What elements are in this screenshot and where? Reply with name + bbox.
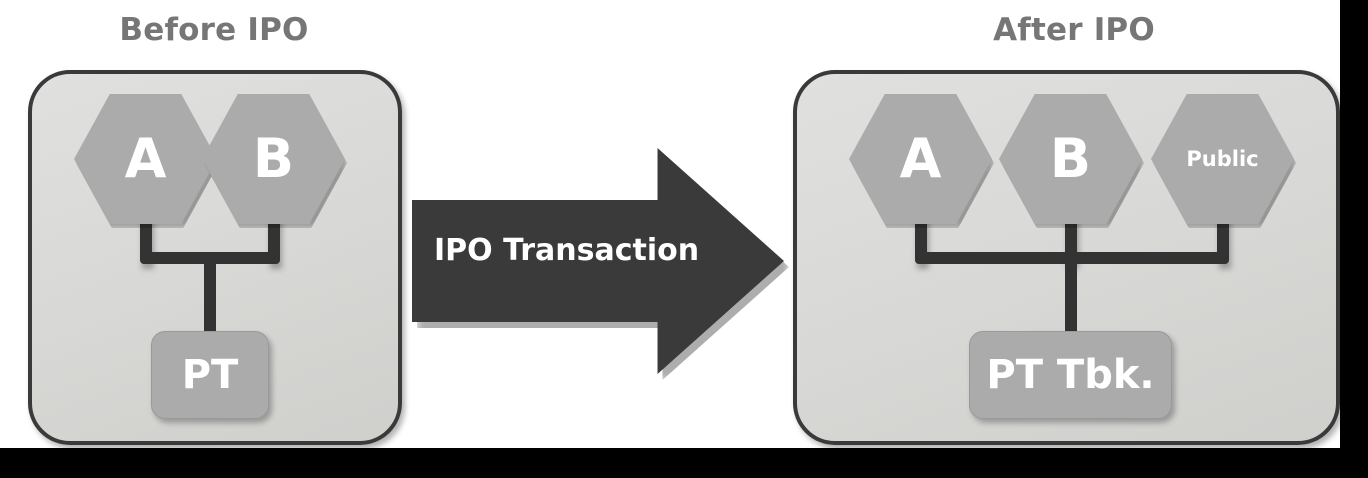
ipo-transaction-arrow[interactable]: IPO Transaction: [412, 148, 790, 380]
before-shareholder-b-label: B: [252, 127, 295, 190]
connector-bar: [140, 252, 280, 264]
connector-bar: [915, 252, 1229, 264]
before-entity-label: PT: [181, 352, 239, 398]
after-entity-box[interactable]: PT Tbk.: [969, 331, 1172, 419]
bottom-border-band: [0, 448, 1368, 478]
connector-stem-entity: [204, 260, 216, 332]
after-ipo-title: After IPO: [993, 12, 1155, 48]
after-ipo-panel: A B Public PT Tbk.: [793, 70, 1340, 445]
arrow-label: IPO Transaction: [434, 233, 700, 268]
after-shareholder-public-label: Public: [1186, 146, 1259, 171]
after-shareholder-b-label: B: [1049, 127, 1092, 190]
before-ipo-panel: A B PT: [28, 70, 402, 445]
after-shareholder-a-label: A: [899, 127, 942, 190]
right-border-band: [1340, 0, 1368, 478]
after-shareholder-public[interactable]: Public: [1151, 94, 1294, 224]
connector-stem-b: [1065, 202, 1077, 332]
before-ipo-title: Before IPO: [119, 12, 309, 48]
before-entity-box[interactable]: PT: [151, 331, 269, 419]
before-shareholder-a-label: A: [124, 127, 167, 190]
after-entity-label: PT Tbk.: [986, 352, 1155, 398]
